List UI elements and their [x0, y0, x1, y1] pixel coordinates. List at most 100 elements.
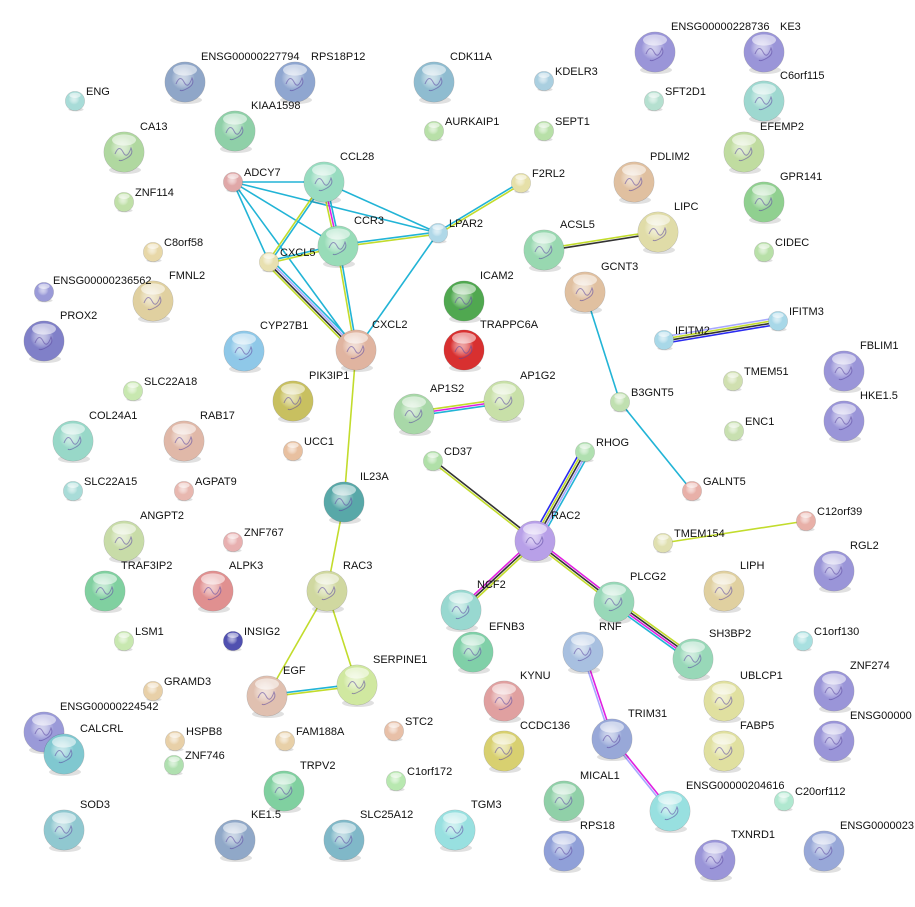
node-ke1-5[interactable]: [214, 819, 256, 862]
node-ccdc136[interactable]: [483, 730, 525, 773]
node-sept1[interactable]: [534, 121, 554, 142]
node-liph[interactable]: [703, 570, 745, 613]
node-cxcl5[interactable]: [259, 252, 279, 273]
edge-cd37-rac2[interactable]: [431, 459, 537, 543]
node-efnb3[interactable]: [452, 631, 494, 674]
node-ublcp1[interactable]: [703, 680, 745, 723]
node-lpar2[interactable]: [428, 223, 448, 244]
node-serpine1[interactable]: [336, 664, 378, 707]
node-sod3[interactable]: [43, 809, 85, 852]
node-znf767[interactable]: [223, 532, 243, 553]
node-fam188a[interactable]: [275, 731, 295, 752]
node-slc25a12[interactable]: [323, 819, 365, 862]
node-agpat9[interactable]: [174, 481, 194, 502]
node-stc2[interactable]: [384, 721, 404, 742]
edge-adcy7-lpar2[interactable]: [232, 181, 439, 234]
node-hke1-5[interactable]: [823, 400, 865, 443]
node-kdelr3[interactable]: [534, 71, 554, 92]
node-rgl2[interactable]: [813, 550, 855, 593]
node-c12orf39[interactable]: [796, 511, 816, 532]
node-calcrl[interactable]: [43, 733, 85, 776]
node-adcy7[interactable]: [223, 172, 243, 193]
node-trim31[interactable]: [591, 718, 633, 761]
node-ensg00000227794[interactable]: [164, 61, 206, 104]
node-ke3[interactable]: [743, 31, 785, 74]
node-znf114[interactable]: [114, 192, 134, 213]
node-rhog[interactable]: [575, 442, 595, 463]
node-znf274[interactable]: [813, 670, 855, 713]
node-cxcl2[interactable]: [335, 329, 377, 372]
node-acsl5[interactable]: [523, 229, 565, 272]
node-mical1[interactable]: [543, 780, 585, 823]
node-ensg0000023[interactable]: [803, 830, 845, 873]
edge-lpar2-cxcl2[interactable]: [355, 232, 439, 351]
node-kiaa1598[interactable]: [214, 110, 256, 153]
edge-cxcl5-cxcl2[interactable]: [266, 259, 359, 353]
node-galnt5[interactable]: [682, 481, 702, 502]
node-tmem154[interactable]: [653, 533, 673, 554]
node-kynu[interactable]: [483, 680, 525, 723]
edge-tmem154-c12orf39[interactable]: [662, 520, 807, 544]
node-gpr141[interactable]: [743, 181, 785, 224]
node-ensg00000228736[interactable]: [634, 31, 676, 74]
node-angpt2[interactable]: [103, 520, 145, 563]
node-il23a[interactable]: [323, 481, 365, 524]
node-lipc[interactable]: [637, 211, 679, 254]
node-fabp5[interactable]: [703, 730, 745, 773]
node-txnrd1[interactable]: [694, 839, 736, 882]
node-c20orf112[interactable]: [774, 791, 794, 812]
node-egf[interactable]: [246, 675, 288, 718]
edge-cxcl2-il23a[interactable]: [343, 349, 357, 503]
node-pdlim2[interactable]: [613, 161, 655, 204]
node-hspb8[interactable]: [165, 731, 185, 752]
edge-adcy7-ccr3[interactable]: [232, 181, 339, 247]
node-pik3ip1[interactable]: [272, 380, 314, 423]
node-alpk3[interactable]: [192, 570, 234, 613]
node-sft2d1[interactable]: [644, 91, 664, 112]
node-ensg00000236562[interactable]: [34, 282, 54, 303]
node-ncf2[interactable]: [440, 589, 482, 632]
node-sh3bp2[interactable]: [672, 638, 714, 681]
node-ensg00000[interactable]: [813, 720, 855, 763]
node-ap1s2[interactable]: [393, 393, 435, 436]
node-cd37[interactable]: [423, 451, 443, 472]
node-rac3[interactable]: [306, 570, 348, 613]
node-f2rl2[interactable]: [511, 173, 531, 194]
node-trappc6a[interactable]: [443, 329, 485, 372]
node-lsm1[interactable]: [114, 631, 134, 652]
node-rac2[interactable]: [514, 520, 556, 563]
node-aurkaip1[interactable]: [424, 121, 444, 142]
node-eng[interactable]: [65, 91, 85, 112]
node-cidec[interactable]: [754, 242, 774, 263]
node-tmem51[interactable]: [723, 371, 743, 392]
node-gramd3[interactable]: [143, 681, 163, 702]
node-c1orf130[interactable]: [793, 631, 813, 652]
node-prox2[interactable]: [23, 320, 65, 363]
node-ifitm2[interactable]: [654, 330, 674, 351]
node-rab17[interactable]: [163, 420, 205, 463]
node-cyp27b1[interactable]: [223, 330, 265, 373]
node-rnf[interactable]: [562, 631, 604, 674]
node-traf3ip2[interactable]: [84, 570, 126, 613]
node-enc1[interactable]: [724, 421, 744, 442]
node-gcnt3[interactable]: [564, 271, 606, 314]
node-ca13[interactable]: [103, 131, 145, 174]
node-fmnl2[interactable]: [132, 280, 174, 323]
node-slc22a15[interactable]: [63, 481, 83, 502]
node-icam2[interactable]: [443, 280, 485, 323]
node-ccr3[interactable]: [317, 225, 359, 268]
edge-rac3-egf[interactable]: [266, 590, 328, 697]
node-ucc1[interactable]: [283, 441, 303, 462]
edge-ccl28-lpar2[interactable]: [323, 181, 439, 234]
node-col24a1[interactable]: [52, 420, 94, 463]
node-efemp2[interactable]: [723, 131, 765, 174]
node-c1orf172[interactable]: [386, 771, 406, 792]
node-rps18p12[interactable]: [274, 61, 316, 104]
node-insig2[interactable]: [223, 631, 243, 652]
edge-b3gnt5-galnt5[interactable]: [619, 401, 693, 492]
node-c8orf58[interactable]: [143, 242, 163, 263]
node-slc22a18[interactable]: [123, 381, 143, 402]
node-c6orf115[interactable]: [743, 80, 785, 123]
node-ccl28[interactable]: [303, 161, 345, 204]
node-tgm3[interactable]: [434, 809, 476, 852]
